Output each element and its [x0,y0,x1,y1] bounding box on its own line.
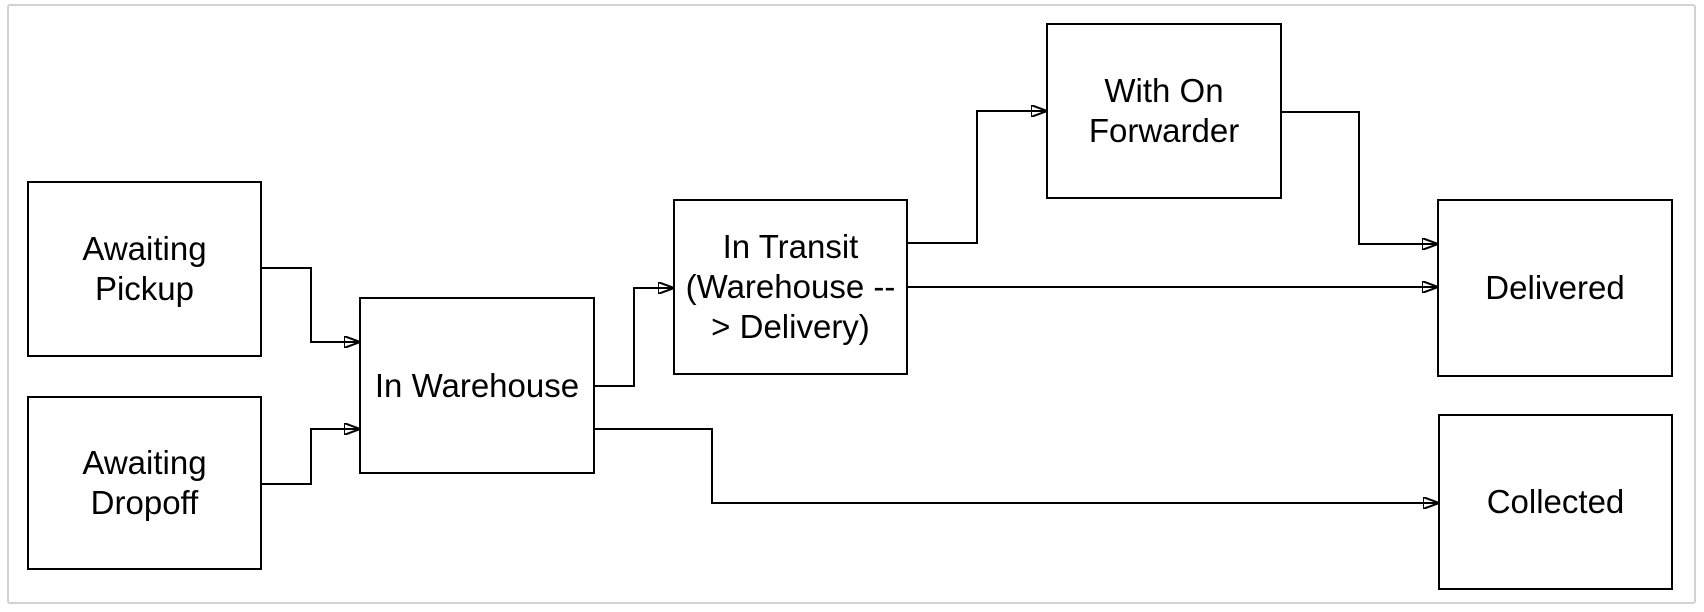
node-collected[interactable]: Collected [1438,414,1673,590]
node-delivered-label: Delivered [1485,269,1625,306]
edge-in-warehouse-to-in-transit[interactable] [595,288,673,387]
edge-in-transit-to-with-on-forwarder[interactable] [908,111,1046,244]
node-collected-label: Collected [1486,483,1625,520]
node-with-on-forwarder[interactable]: With On Forwarder [1046,23,1282,199]
edge-in-warehouse-to-collected[interactable] [595,428,1438,503]
node-in-transit[interactable]: In Transit (Warehouse -- > Delivery) [673,199,908,375]
node-awaiting-pickup-label: Awaiting Pickup [82,230,207,307]
node-in-transit-label: In Transit (Warehouse -- > Delivery) [685,228,896,345]
node-in-warehouse[interactable]: In Warehouse [359,297,595,474]
node-with-on-forwarder-label: With On Forwarder [1088,72,1240,149]
node-delivered[interactable]: Delivered [1437,199,1673,377]
node-awaiting-dropoff[interactable]: Awaiting Dropoff [27,396,262,570]
node-awaiting-pickup[interactable]: Awaiting Pickup [27,181,262,357]
node-awaiting-dropoff-label: Awaiting Dropoff [82,444,207,521]
edge-awaiting-pickup-to-in-warehouse[interactable] [262,267,359,342]
edge-awaiting-dropoff-to-in-warehouse[interactable] [262,429,359,485]
edge-with-on-forwarder-to-delivered[interactable] [1282,111,1437,244]
node-in-warehouse-label: In Warehouse [374,366,580,404]
